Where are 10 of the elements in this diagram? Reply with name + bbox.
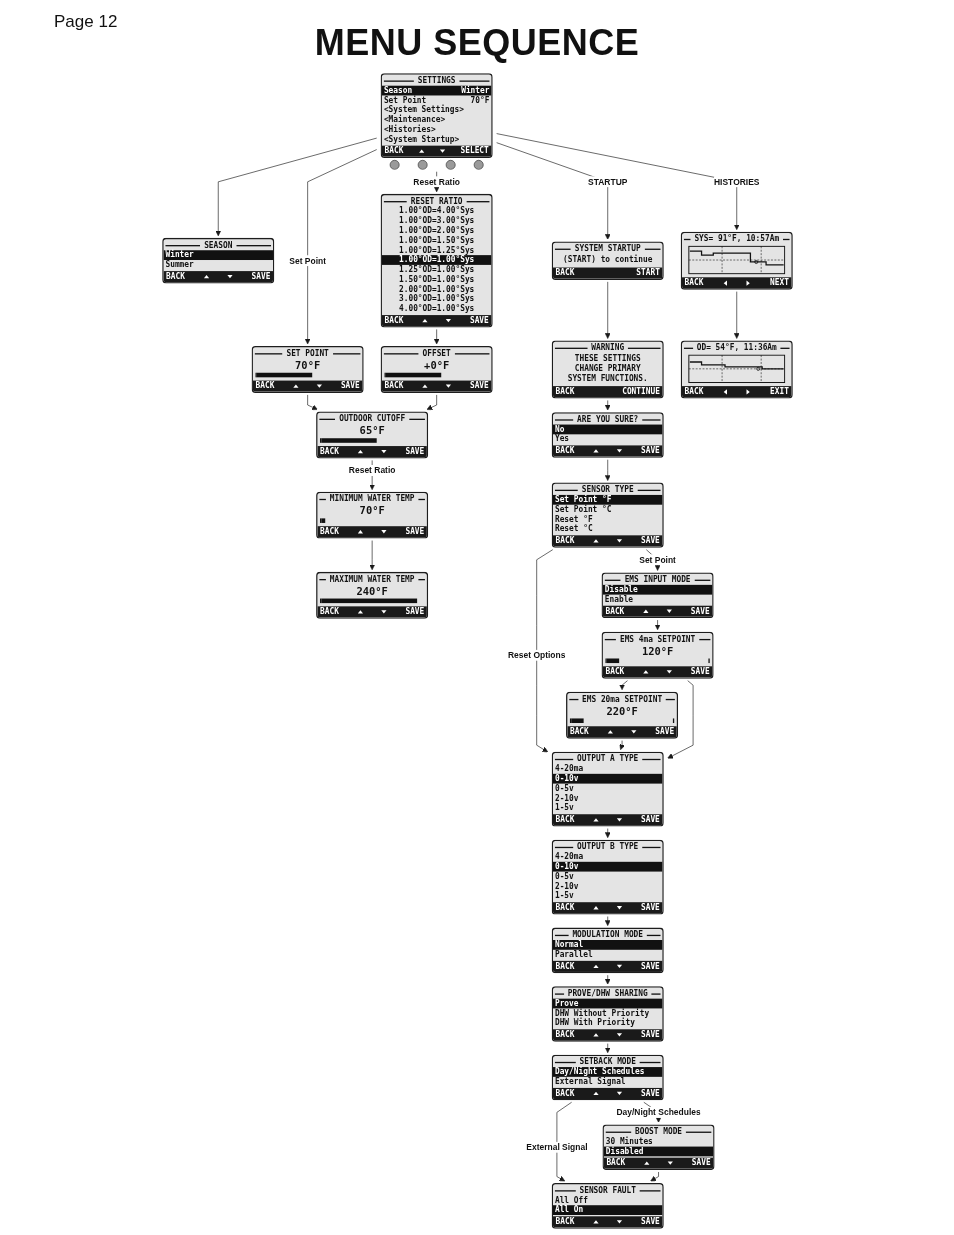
edge-label: External Signal — [525, 1142, 588, 1153]
edge-label: STARTUP — [587, 176, 627, 187]
edge-label: Reset Ratio — [348, 465, 395, 476]
edge-label: Reset Options — [507, 650, 565, 661]
edge-label: Set Point — [288, 255, 326, 266]
page-number: Page 12 — [54, 12, 118, 32]
edge-label: Day/Night Schedules — [615, 1107, 701, 1118]
edge-label: Reset Ratio — [412, 176, 460, 187]
edge-label: Set Point — [638, 554, 676, 565]
diagram-title: MENU SEQUENCE — [314, 22, 640, 64]
